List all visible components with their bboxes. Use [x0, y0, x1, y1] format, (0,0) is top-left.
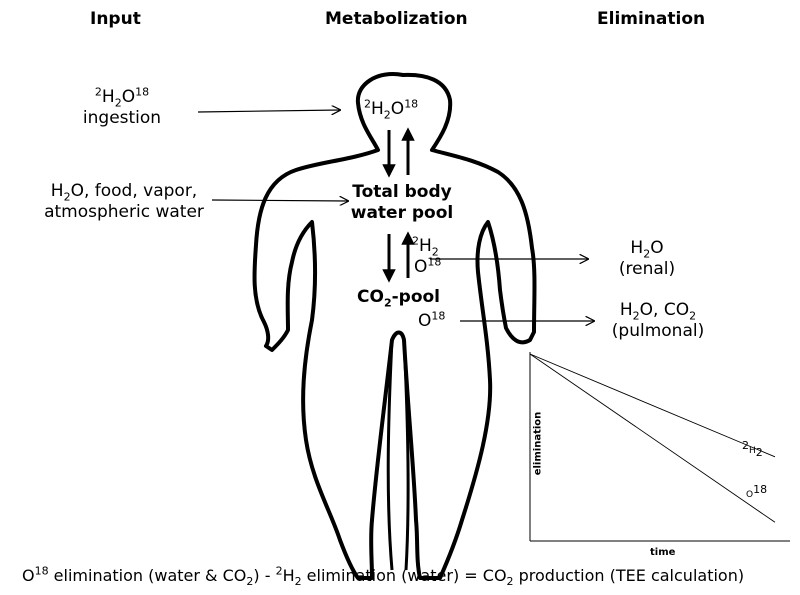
isotope-h2-label: 2H2: [412, 234, 439, 259]
chart-series-label-h2: 2H2: [742, 439, 763, 459]
ingestion-arrow: [197, 110, 340, 112]
renal-label: H2O (renal): [618, 238, 676, 279]
header-metabolization: Metabolization: [325, 9, 468, 29]
chart-ylabel: elimination: [532, 411, 544, 476]
total-body-water-pool: Total body water pool: [350, 182, 454, 223]
body-silhouette: [252, 72, 537, 580]
ingestion-label: 2H2O18 ingestion: [82, 85, 162, 128]
water-input-label: H2O, food, vapor, atmospheric water: [44, 181, 204, 222]
chart-series-label-o18: O18: [746, 483, 768, 500]
pulmonal-label: H2O, CO2 (pulmonal): [611, 300, 705, 341]
body-top-isotope: 2H2O18: [364, 97, 419, 122]
water-input-arrow: [211, 200, 348, 201]
leg-divider: [386, 339, 410, 571]
chart-series-line-0: [529, 353, 776, 458]
isotope-o18-label: O18: [414, 255, 442, 277]
chart-series-line-1: [529, 353, 776, 523]
elimination-chart: [528, 352, 794, 544]
header-elimination: Elimination: [597, 9, 706, 29]
co2-pool-label: CO2-pool: [357, 287, 441, 310]
chart-background: [528, 352, 794, 544]
chart-xlabel: time: [650, 547, 676, 558]
lower-o18-label: O18: [418, 309, 446, 331]
footer-formula: O18 elimination (water & CO2) - 2H2 elim…: [22, 564, 745, 589]
header-input: Input: [90, 9, 141, 29]
